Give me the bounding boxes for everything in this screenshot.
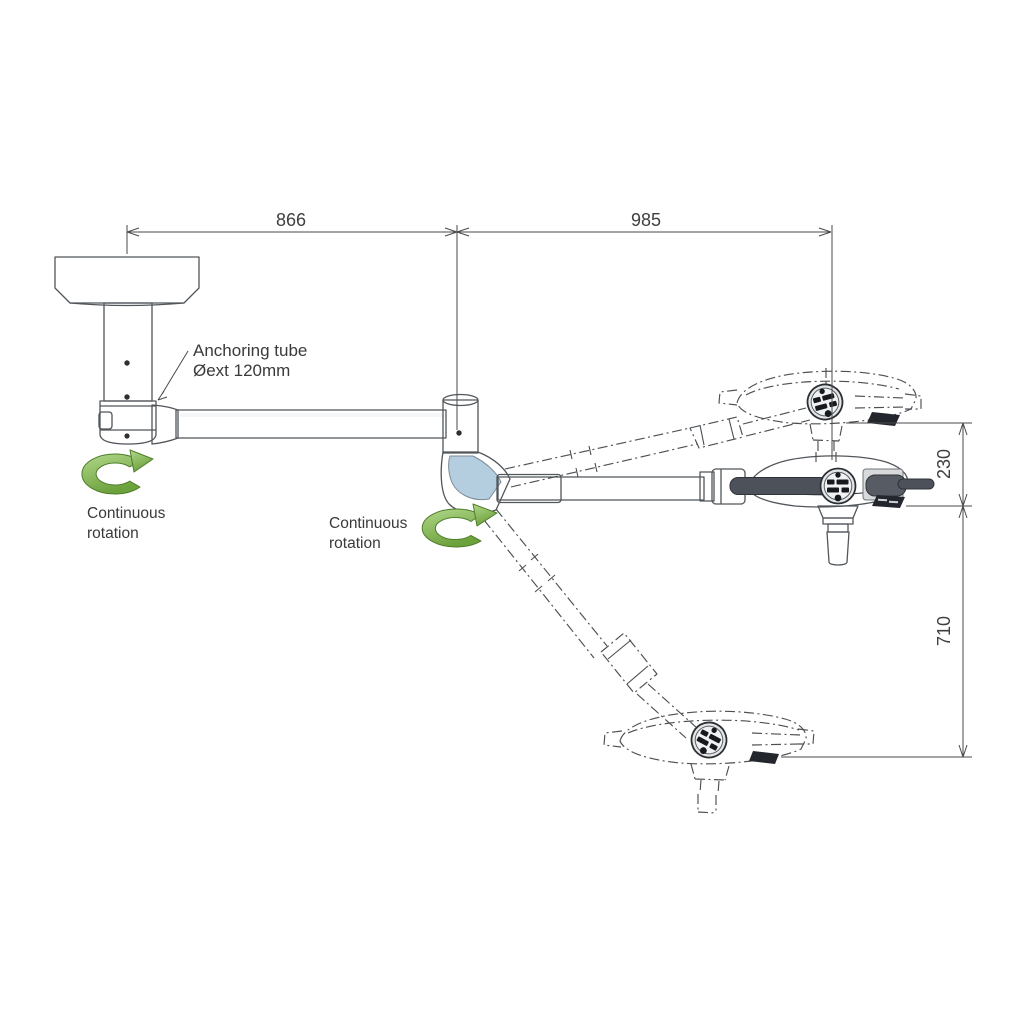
spring-arm-upper-phantom — [504, 407, 811, 488]
rotation-label-pivot: Continuous rotation — [329, 515, 408, 552]
rotation-arrow-anchor — [81, 449, 154, 495]
control-hub-buttons — [802, 379, 848, 425]
control-hub-buttons — [819, 467, 857, 505]
rotation-label-anchor: Continuous rotation — [87, 505, 166, 542]
anchoring-tube-label-line1: Anchoring tube — [193, 341, 307, 360]
phantom-positions — [483, 368, 922, 814]
anchoring-tube — [103, 302, 153, 402]
pivot-top-cap — [442, 393, 479, 407]
dimension-866: 866 — [276, 210, 306, 230]
anchoring-tube-label-line2: Øext 120mm — [193, 361, 290, 380]
hub-latch-detail — [98, 411, 113, 430]
curved-rotation-arrow-icon — [421, 508, 482, 548]
extension-arm — [151, 404, 447, 445]
rotation-label-line2: rotation — [87, 525, 139, 542]
dimension-230: 230 — [934, 449, 954, 479]
light-head-upper-phantom — [718, 368, 922, 465]
positioning-handle-bar — [897, 478, 935, 490]
rotation-hub — [98, 400, 157, 445]
rotation-label-line2: rotation — [329, 535, 381, 552]
brand-label-patch — [872, 495, 905, 508]
arrowhead-icon — [129, 449, 154, 473]
spring-arm-lower-phantom — [483, 508, 698, 739]
sterilizable-handle — [817, 505, 859, 566]
curved-rotation-arrow-icon — [81, 453, 141, 495]
screw-dot-icon — [124, 433, 130, 439]
central-pivot — [442, 393, 479, 454]
solid-machine — [54, 256, 935, 566]
screw-dot-icon — [124, 360, 130, 366]
dimension-985: 985 — [631, 210, 661, 230]
rotation-label-line1: Continuous — [329, 515, 408, 532]
rotation-arrow-pivot — [421, 503, 498, 548]
brand-label-patch — [749, 751, 779, 764]
light-head-lower-phantom — [603, 710, 815, 814]
spring-arm-solid — [496, 468, 746, 505]
rotation-label-line1: Continuous — [87, 505, 166, 522]
dimension-layer: 866 985 230 710 Anchoring tube Øext 120m… — [87, 210, 972, 758]
dimension-710: 710 — [934, 616, 954, 646]
screw-dot-icon — [456, 430, 462, 436]
screw-dot-icon — [124, 394, 130, 400]
ceiling-canopy — [54, 256, 200, 307]
light-head-middle — [729, 455, 935, 566]
arrowhead-icon — [472, 503, 498, 527]
elbow-blue-accent — [448, 455, 502, 501]
anchoring-tube-callout: Anchoring tube Øext 120mm — [157, 341, 307, 401]
